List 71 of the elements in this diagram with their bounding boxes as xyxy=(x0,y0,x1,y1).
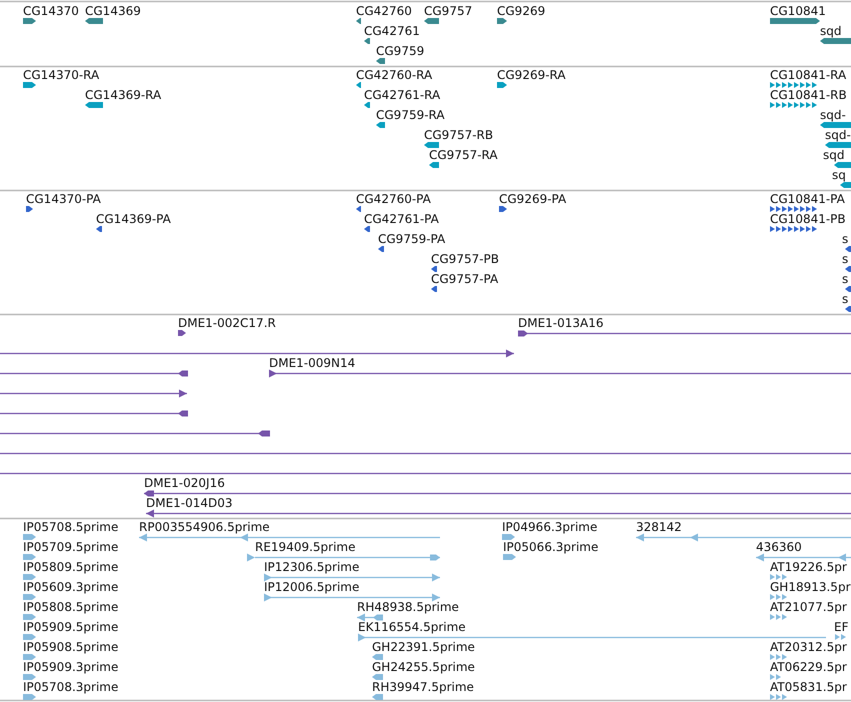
feature-label: RH48938.5prime xyxy=(357,600,459,614)
feature-label: IP05609.3prime xyxy=(23,580,118,594)
feature-label: IP05809.5prime xyxy=(23,560,118,574)
feature-label: CG9757-PB xyxy=(431,252,500,266)
feature-label: GH22391.5prime xyxy=(372,640,475,654)
feature-label: CG42761 xyxy=(364,24,420,38)
feature-label: CG9759-PA xyxy=(378,232,446,246)
feature-label: DME1-020J16 xyxy=(144,476,225,490)
feature-label: CG9269-RA xyxy=(497,68,566,82)
feature-label: CG9757-RB xyxy=(424,128,494,142)
feature-label: EF xyxy=(834,620,848,634)
feature-label: CG9759 xyxy=(376,44,424,58)
feature-label: CG42760-PA xyxy=(356,192,431,206)
feature-label: DME1-009N14 xyxy=(269,356,356,370)
feature-label: s xyxy=(842,232,848,246)
feature-label: IP05708.5prime xyxy=(23,520,118,534)
feature-label: AT20312.5pr xyxy=(770,640,847,654)
feature-label: RP003554906.5prime xyxy=(139,520,270,534)
feature-label: AT19226.5pr xyxy=(770,560,847,574)
feature-label: CG9759-RA xyxy=(376,108,445,122)
feature-label: AT21077.5pr xyxy=(770,600,847,614)
feature-label: RH39947.5prime xyxy=(372,680,474,694)
feature-label: sqd- xyxy=(820,108,846,122)
feature-label: CG14370 xyxy=(23,4,79,18)
feature-label: CG9757 xyxy=(424,4,472,18)
feature-label: IP05909.3prime xyxy=(23,660,118,674)
feature-label: CG14369-RA xyxy=(85,88,162,102)
feature-label: CG14369-PA xyxy=(96,212,171,226)
feature-label: CG42760-RA xyxy=(356,68,432,82)
feature-label: EK116554.5prime xyxy=(358,620,466,634)
feature-label: IP05708.3prime xyxy=(23,680,118,694)
feature-label: CG9269 xyxy=(497,4,546,18)
feature-label: IP05709.5prime xyxy=(23,540,118,554)
feature-label: s xyxy=(842,272,848,286)
feature-label: sqd xyxy=(823,148,844,162)
feature-label: DME1-014D03 xyxy=(146,496,233,510)
feature-label: CG9757-PA xyxy=(431,272,498,286)
feature-label: GH24255.5prime xyxy=(372,660,475,674)
feature-label: IP05808.5prime xyxy=(23,600,118,614)
feature-label: 328142 xyxy=(636,520,682,534)
feature-label: AT06229.5pr xyxy=(770,660,847,674)
feature-label: CG10841-PA xyxy=(770,192,845,206)
feature-label: CG14370-PA xyxy=(26,192,101,206)
feature-label: IP05066.3prime xyxy=(503,540,598,554)
feature-label: s xyxy=(842,292,848,306)
feature-label: IP05909.5prime xyxy=(23,620,118,634)
feature-label: CG10841-RB xyxy=(770,88,847,102)
feature-label: CG9757-RA xyxy=(429,148,498,162)
feature-label: sqd- xyxy=(825,128,851,142)
feature-label: CG10841-RA xyxy=(770,68,846,82)
feature-label: DME1-002C17.R xyxy=(178,316,276,330)
feature-label: IP04966.3prime xyxy=(502,520,598,534)
feature-label: AT05831.5pr xyxy=(770,680,847,694)
feature-label: sq xyxy=(832,168,846,182)
feature-label: CG10841 xyxy=(770,4,826,18)
feature-label: CG42760 xyxy=(356,4,412,18)
feature-label: CG42761-RA xyxy=(364,88,440,102)
feature-label: CG42761-PA xyxy=(364,212,439,226)
feature-label: GH18913.5pr xyxy=(770,580,850,594)
feature-label: CG14369 xyxy=(85,4,141,18)
feature-label: DME1-013A16 xyxy=(518,316,604,330)
feature-label: CG10841-PB xyxy=(770,212,846,226)
feature-label: CG9269-PA xyxy=(499,192,566,206)
feature-label: 436360 xyxy=(756,540,802,554)
feature-label: RE19409.5prime xyxy=(255,540,356,554)
feature-label: CG14370-RA xyxy=(23,68,100,82)
feature-label: IP12306.5prime xyxy=(264,560,360,574)
feature-label: s xyxy=(842,252,848,266)
feature-label: IP12006.5prime xyxy=(264,580,360,594)
feature-label: IP05908.5prime xyxy=(23,640,118,654)
feature-label: sqd xyxy=(820,24,842,38)
